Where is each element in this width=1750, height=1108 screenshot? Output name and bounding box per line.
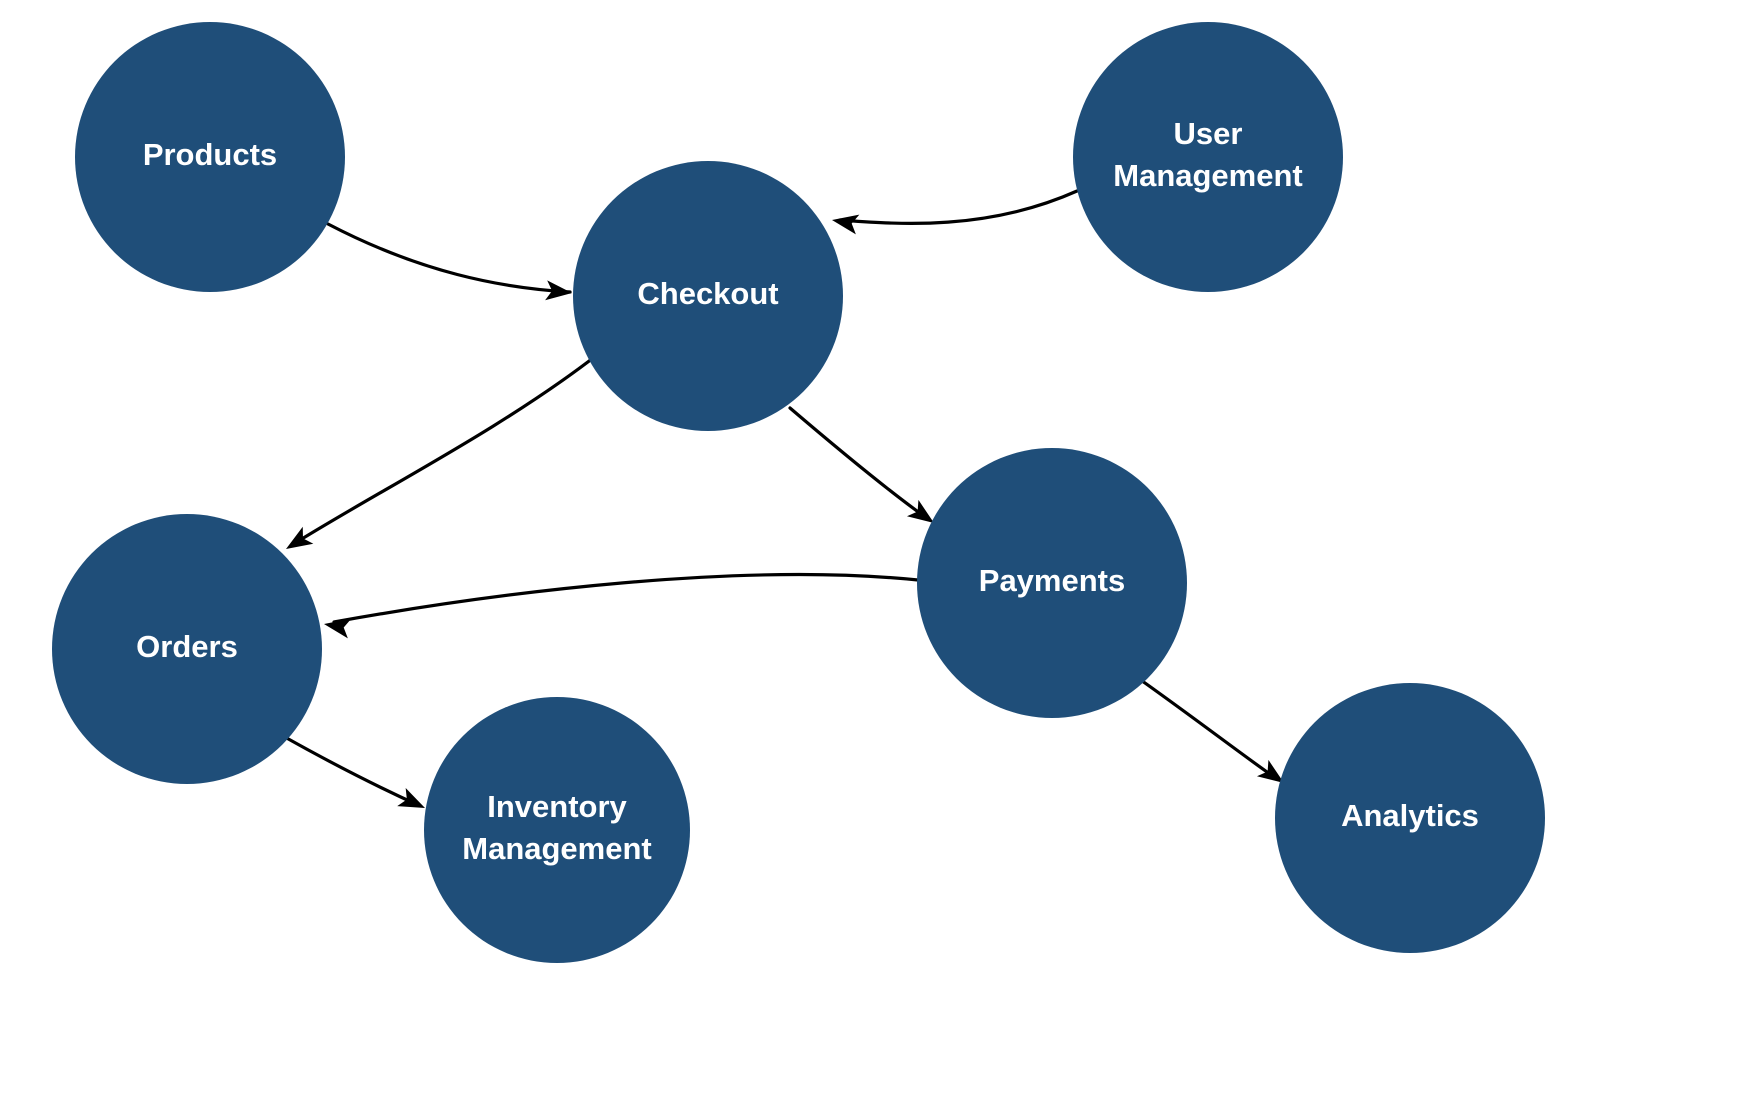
edge-user-management-to-checkout xyxy=(832,189,1079,235)
node-orders[interactable]: Orders xyxy=(52,514,322,784)
edge-products-to-checkout xyxy=(326,222,572,301)
arrowhead-icon xyxy=(286,526,314,549)
edge-checkout-to-payments xyxy=(788,406,934,523)
arrowhead-icon xyxy=(397,787,425,808)
edge-line xyxy=(788,406,930,521)
node-payments[interactable]: Payments xyxy=(917,448,1187,718)
edge-line xyxy=(326,222,572,294)
edge-line xyxy=(290,353,599,547)
node-circle-user-management[interactable] xyxy=(1073,22,1343,292)
node-analytics[interactable]: Analytics xyxy=(1275,683,1545,953)
arrowhead-icon xyxy=(545,280,572,301)
arrowhead-icon xyxy=(324,618,352,639)
edge-payments-to-orders xyxy=(324,572,920,639)
node-circle-products[interactable] xyxy=(75,22,345,292)
edge-line xyxy=(281,734,420,807)
node-products[interactable]: Products xyxy=(75,22,345,292)
edge-orders-to-inventory-management xyxy=(281,734,425,808)
node-circle-payments[interactable] xyxy=(917,448,1187,718)
edge-checkout-to-orders xyxy=(286,353,599,549)
arrowhead-icon xyxy=(832,214,860,235)
edge-payments-to-analytics xyxy=(1136,676,1284,783)
arrowhead-icon xyxy=(906,499,934,523)
node-circle-inventory-management[interactable] xyxy=(424,697,690,963)
edges-layer xyxy=(281,189,1284,808)
edge-line xyxy=(838,189,1079,225)
node-circle-orders[interactable] xyxy=(52,514,322,784)
arrowhead-icon xyxy=(1256,759,1284,783)
edge-line xyxy=(332,572,920,624)
node-circle-analytics[interactable] xyxy=(1275,683,1545,953)
node-checkout[interactable]: Checkout xyxy=(573,161,843,431)
edge-line xyxy=(1136,676,1279,781)
node-circle-checkout[interactable] xyxy=(573,161,843,431)
